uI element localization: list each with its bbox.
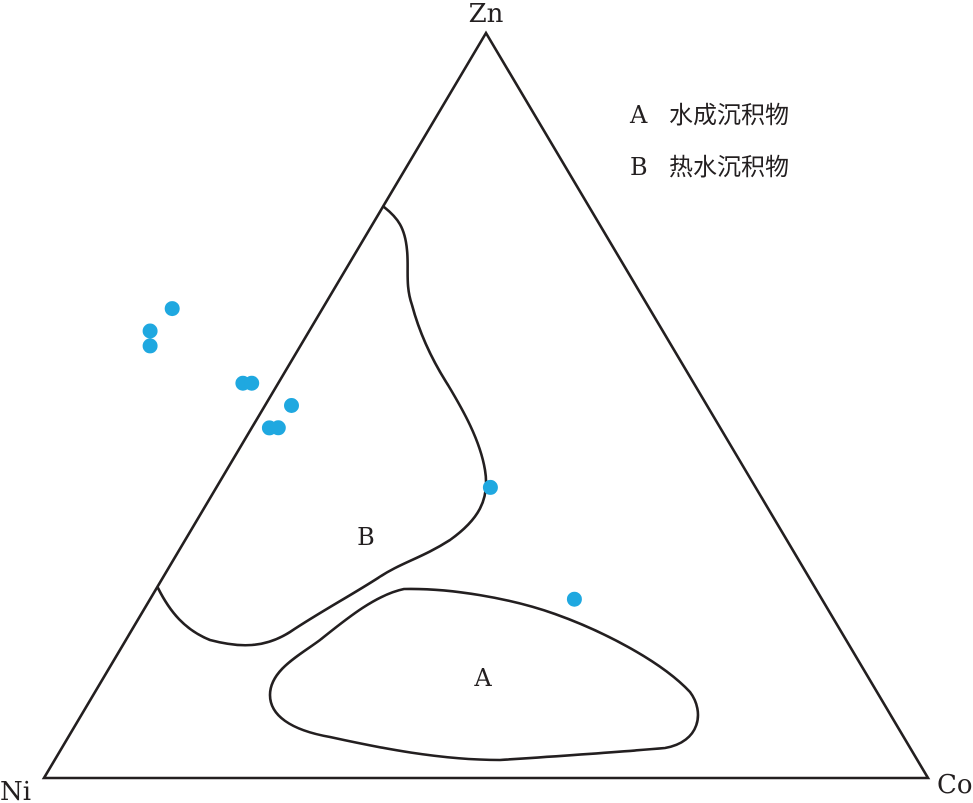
data-point — [164, 301, 180, 317]
legend-item-a: A 水成沉积物 — [629, 101, 789, 129]
data-point — [482, 479, 498, 495]
data-points — [142, 301, 582, 607]
legend-label-a: 水成沉积物 — [669, 101, 789, 129]
data-point — [270, 420, 286, 436]
vertex-label-ni: Ni — [0, 777, 31, 803]
region-b-boundary — [156, 205, 488, 647]
region-label-a: A — [473, 664, 492, 692]
legend-item-b: B 热水沉积物 — [630, 153, 789, 181]
data-point — [284, 398, 299, 413]
legend: A 水成沉积物 B 热水沉积物 — [629, 101, 789, 181]
data-point — [566, 591, 582, 607]
vertex-label-zn: Zn — [469, 0, 504, 29]
legend-key-a: A — [629, 101, 648, 129]
data-point — [142, 323, 158, 339]
data-point — [244, 375, 260, 391]
region-label-b: B — [357, 523, 375, 551]
ternary-triangle — [41, 30, 931, 780]
data-point — [142, 338, 158, 354]
vertex-label-co: Co — [937, 770, 973, 800]
legend-label-b: 热水沉积物 — [669, 153, 789, 181]
legend-key-b: B — [630, 153, 648, 181]
region-a-boundary — [268, 587, 700, 762]
